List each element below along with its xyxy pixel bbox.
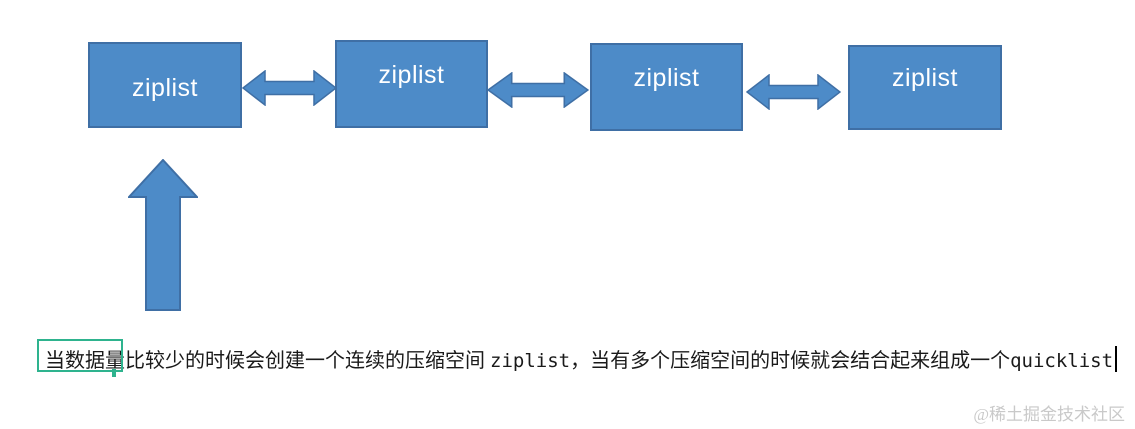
caption-text-part1: 比较少的时候会创建一个连续的压缩空间 [125,350,490,372]
ziplist-node-3: ziplist [590,43,743,131]
double-arrow-icon [242,70,337,106]
ziplist-node-4: ziplist [848,45,1002,130]
ziplist-node-label: ziplist [378,60,445,89]
selection-handle[interactable] [112,369,116,377]
up-arrow-icon [128,159,198,311]
caption-text-line[interactable]: 当数据量比较少的时候会创建一个连续的压缩空间 ziplist，当有多个压缩空间的… [45,346,1118,374]
caption-code-quicklist: quicklist [1010,350,1114,372]
watermark: @稀土掘金技术社区 [973,405,1125,424]
ziplist-node-label: ziplist [131,73,198,102]
caption-highlighted-text: 当数据量 [45,350,125,372]
double-arrow-icon [746,74,841,110]
caption-text-part2: ，当有多个压缩空间的时候就会结合起来组成一个 [570,350,1011,372]
ziplist-node-2: ziplist [335,40,488,128]
ziplist-node-label: ziplist [633,63,700,92]
text-cursor [1115,346,1118,372]
ziplist-node-label: ziplist [891,64,958,92]
double-arrow-icon [487,72,589,108]
caption-code-ziplist: ziplist [490,350,571,372]
ziplist-node-1: ziplist [88,42,242,128]
